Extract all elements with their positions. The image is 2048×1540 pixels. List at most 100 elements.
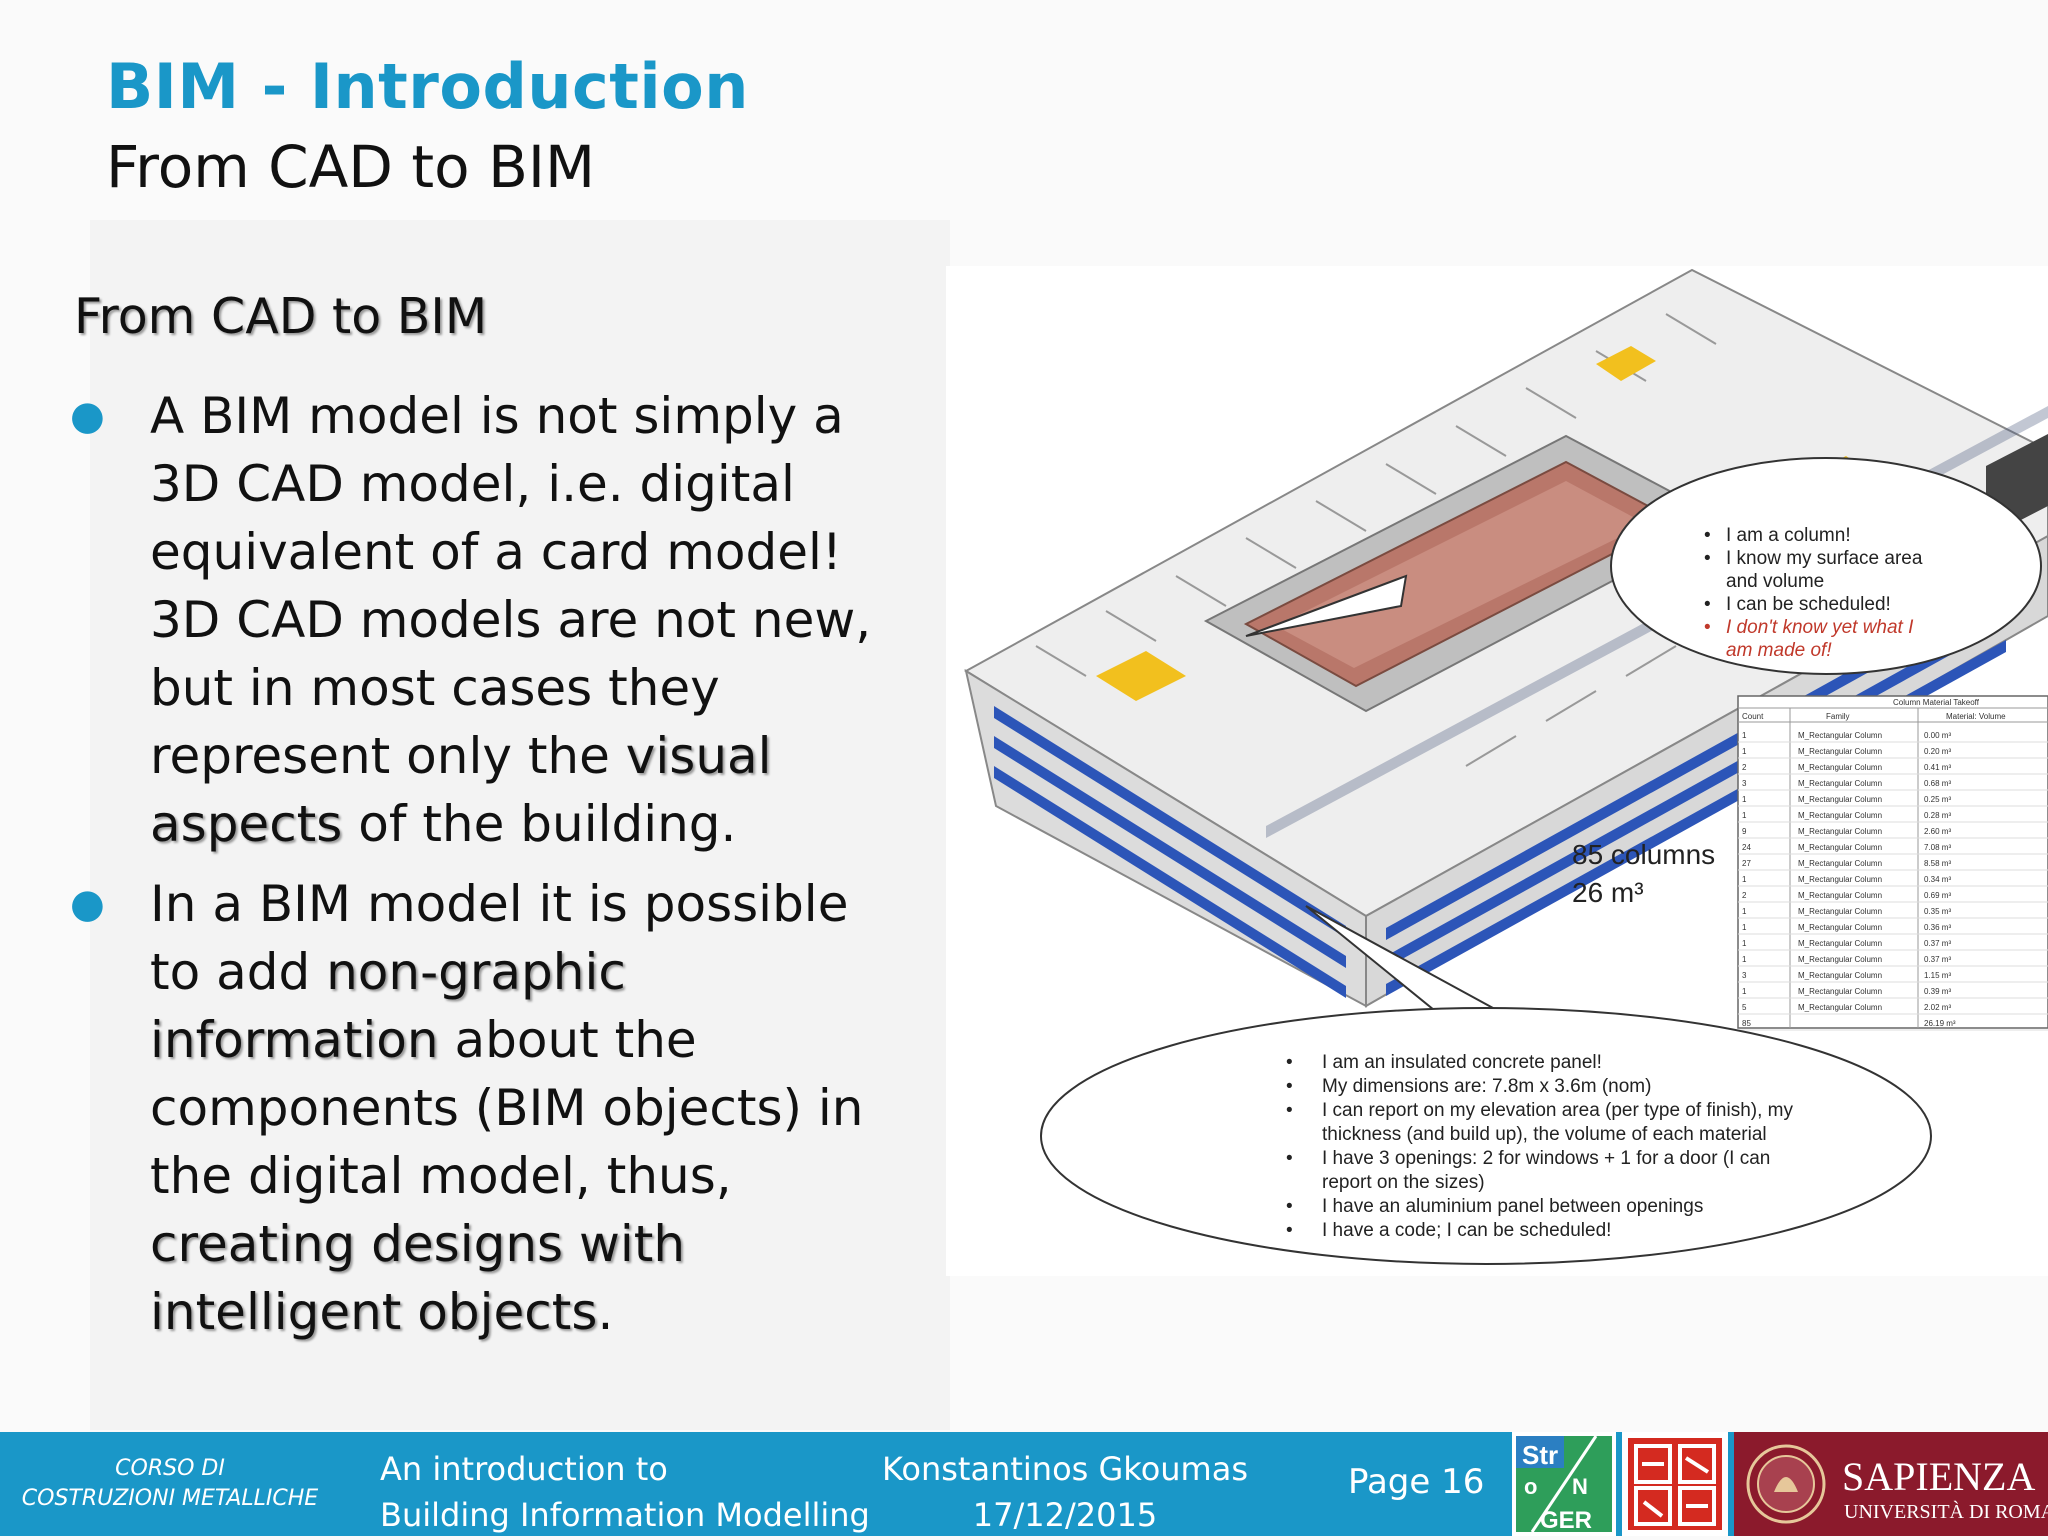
column-bubble-tail [1245,574,1408,637]
schedule-table: Column Material Takeoff Count Family Mat… [1737,695,2048,1031]
schedule-cell: M_Rectangular Column [1798,859,1882,868]
schedule-cell: 5 [1742,1003,1747,1012]
highlight-text: non-graphic information [150,943,626,1069]
schedule-cell: M_Rectangular Column [1798,779,1882,788]
panel-bubble-line: I can report on my elevation area (per t… [1322,1100,1793,1121]
svg-text:•: • [1286,1196,1293,1217]
schedule-cell: M_Rectangular Column [1798,891,1882,900]
svg-text:•: • [1704,617,1711,638]
panel-bubble-text: •I am an insulated concrete panel! •My d… [1286,1052,1793,1241]
section-heading: From CAD to BIM [74,288,488,345]
bim-model-figure: •I am a column! •I know my surface area … [946,266,2048,1276]
schedule-header: Family [1826,712,1850,721]
panel-bubble-line: My dimensions are: 7.8m x 3.6m (nom) [1322,1076,1651,1097]
bullet-text: about the components (BIM objects) in th… [150,1011,864,1205]
schedule-cell: M_Rectangular Column [1798,987,1882,996]
schedule-cell: 24 [1742,843,1751,852]
svg-text:Str: Str [1522,1440,1558,1470]
svg-text:•: • [1286,1220,1293,1241]
schedule-cell: M_Rectangular Column [1798,795,1882,804]
schedule-cell: 0.37 m³ [1924,955,1951,964]
svg-text:•: • [1286,1148,1293,1169]
svg-text:•: • [1704,548,1711,569]
bullet-item: ● In a BIM model it is possible to add n… [70,870,890,1346]
bullet-item: ● A BIM model is not simply a 3D CAD mod… [70,382,890,858]
slide-subtitle: From CAD to BIM [106,133,596,201]
slide-title: BIM - Introduction [106,50,749,123]
schedule-cell: 1 [1742,939,1747,948]
schedule-cell: 1 [1742,955,1747,964]
talk-line: An introduction to [380,1450,668,1488]
schedule-cell: 27 [1742,859,1751,868]
schedule-cell: 1 [1742,875,1747,884]
svg-text:•: • [1286,1052,1293,1073]
schedule-cell: 1.15 m³ [1924,971,1951,980]
column-bubble-line: I don't know yet what I [1726,617,1914,638]
schedule-cell: M_Rectangular Column [1798,955,1882,964]
panel-bubble-line: report on the sizes) [1322,1172,1485,1193]
course-line: CORSO DI [115,1456,225,1481]
schedule-cell: M_Rectangular Column [1798,939,1882,948]
page-number: Page 16 [1348,1462,1485,1502]
author-name: Konstantinos Gkoumas [882,1450,1248,1488]
schedule-cell: 0.35 m³ [1924,907,1951,916]
talk-title: An introduction to Building Information … [380,1446,870,1538]
schedule-cell: 8.58 m³ [1924,859,1951,868]
svg-text:GER: GER [1540,1507,1592,1534]
schedule-cell: 1 [1742,987,1747,996]
sapienza-emblem-icon [1746,1444,1826,1524]
column-bubble [1610,457,2042,675]
schedule-cell: 2 [1742,763,1747,772]
schedule-cell: M_Rectangular Column [1798,843,1882,852]
column-bubble-text: •I am a column! •I know my surface area … [1704,525,1923,661]
bullet-icon: ● [70,393,105,439]
schedule-cell: 0.69 m³ [1924,891,1951,900]
schedule-cell: 7.08 m³ [1924,843,1951,852]
schedule-cell: 0.39 m³ [1924,987,1951,996]
schedule-cell: 1 [1742,923,1747,932]
schedule-header: Count [1742,712,1764,721]
svg-text:•: • [1704,525,1711,546]
schedule-cell: 0.20 m³ [1924,747,1951,756]
schedule-cell: 1 [1742,747,1747,756]
schedule-cell: M_Rectangular Column [1798,875,1882,884]
stronger-logo: Str o N GER [1512,1432,1616,1536]
schedule-cell: 2.02 m³ [1924,1003,1951,1012]
schedule-cell: 1 [1742,811,1747,820]
schedule-cell: M_Rectangular Column [1798,971,1882,980]
highlight-text: creating designs with intelligent object… [150,1215,686,1341]
schedule-cell: 0.41 m³ [1924,763,1951,772]
seal-logo [1622,1432,1728,1536]
schedule-cell: 0.34 m³ [1924,875,1951,884]
schedule-cell: M_Rectangular Column [1798,907,1882,916]
column-bubble-line: I can be scheduled! [1726,594,1891,615]
svg-text:•: • [1704,594,1711,615]
talk-line: Building Information Modelling [380,1496,870,1534]
schedule-cell: 9 [1742,827,1747,836]
panel-bubble-line: I have a code; I can be scheduled! [1322,1220,1611,1241]
author-block: Konstantinos Gkoumas 17/12/2015 [870,1446,1260,1538]
sapienza-subtitle: UNIVERSITÀ DI ROMA [1844,1500,2048,1523]
svg-text:•: • [1286,1076,1293,1097]
panel-bubble-line: I have an aluminium panel between openin… [1322,1196,1703,1217]
schedule-cell: M_Rectangular Column [1798,1003,1882,1012]
course-name: CORSO DI COSTRUZIONI METALLICHE [0,1454,340,1514]
schedule-cell: 0.37 m³ [1924,939,1951,948]
sapienza-logo: SAPIENZA UNIVERSITÀ DI ROMA [1734,1432,2048,1536]
svg-text:•: • [1286,1100,1293,1121]
panel-bubble-line: thickness (and build up), the volume of … [1322,1124,1767,1145]
schedule-header: Material: Volume [1946,712,2006,721]
bullet-icon: ● [70,881,105,927]
highlight-text: visual aspects [150,727,772,853]
schedule-cell: 1 [1742,795,1747,804]
panel-bubble [1040,1007,1932,1265]
bullet-list: ● A BIM model is not simply a 3D CAD mod… [70,382,890,1358]
bullet-text: of the building. [342,795,737,853]
svg-text:N: N [1572,1474,1588,1499]
course-line: COSTRUZIONI METALLICHE [21,1486,319,1511]
sapienza-name: SAPIENZA [1842,1454,2035,1499]
panel-bubble-line: I have 3 openings: 2 for windows + 1 for… [1322,1148,1770,1169]
schedule-cell: 3 [1742,779,1747,788]
columns-volume-label: 26 m³ [1572,877,1644,908]
